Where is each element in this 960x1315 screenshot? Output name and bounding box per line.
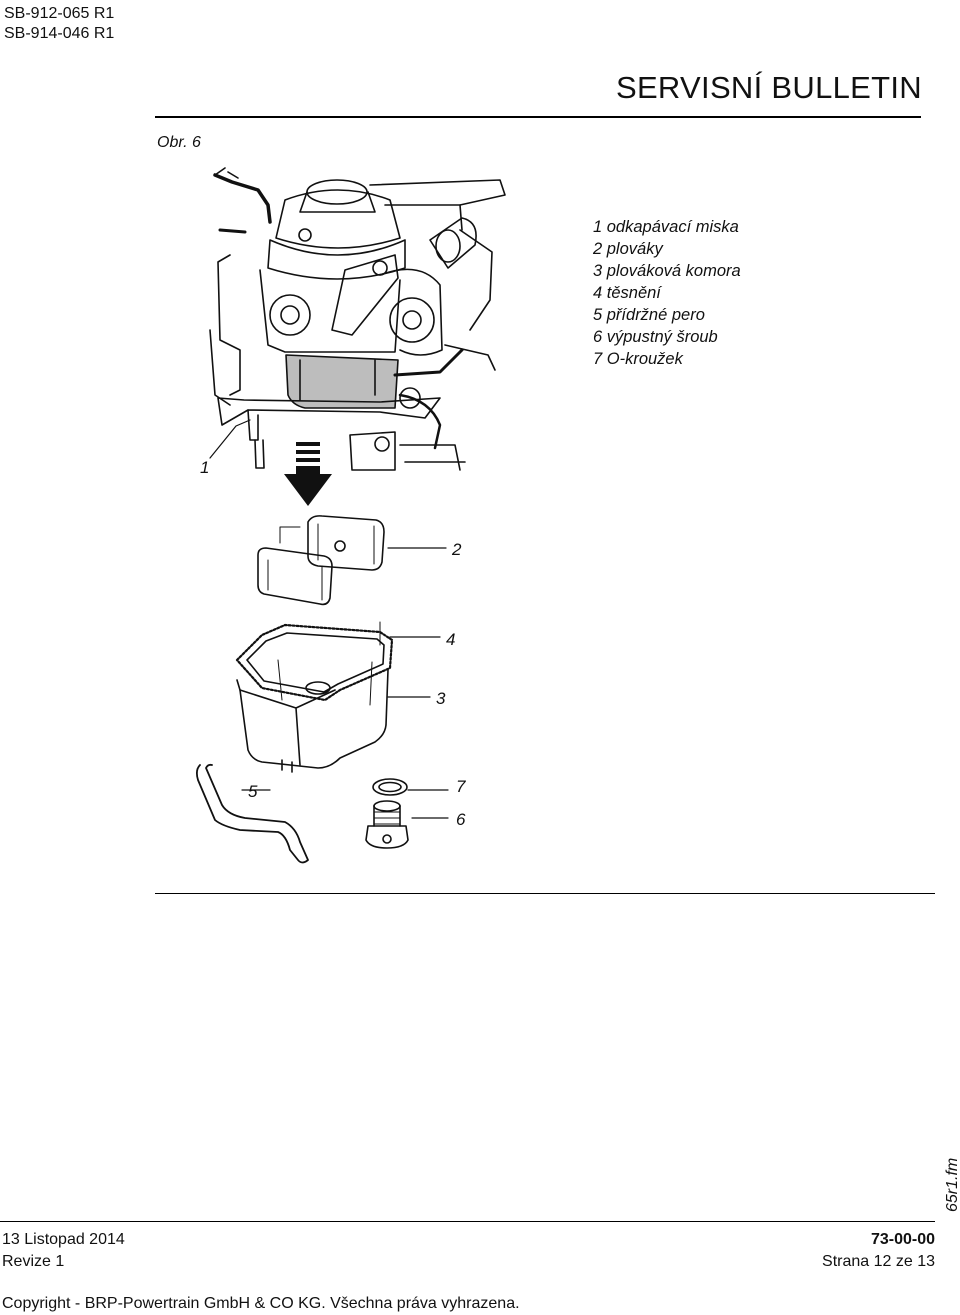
figure-divider: [155, 893, 935, 894]
page-title: SERVISNÍ BULLETIN: [615, 70, 922, 105]
footer-revision: Revize 1: [2, 1253, 65, 1270]
footer-date: 13 Listopad 2014: [2, 1231, 125, 1248]
figure-legend: 1 odkapávací miska 2 plováky 3 plováková…: [593, 216, 741, 370]
footer-page-number: Strana 12 ze 13: [822, 1253, 935, 1270]
footer-divider: [0, 1221, 935, 1222]
legend-item-3: 3 plováková komora: [593, 262, 741, 280]
callout-4: 4: [446, 630, 455, 649]
callout-2: 2: [451, 540, 462, 559]
legend-item-2: 2 plováky: [593, 240, 663, 258]
callout-5: 5: [248, 782, 258, 801]
doc-id-2: SB-914-046 R1: [4, 25, 115, 42]
legend-item-4: 4 těsnění: [593, 284, 661, 302]
footer-copyright: Copyright - BRP-Powertrain GmbH & CO KG.…: [2, 1295, 520, 1312]
legend-item-7: 7 O-kroužek: [593, 350, 683, 368]
footer-ata-chapter: 73-00-00: [870, 1231, 935, 1248]
callout-7: 7: [456, 777, 466, 796]
callout-1: 1: [200, 458, 209, 477]
title-divider: [155, 116, 921, 118]
doc-id-1: SB-912-065 R1: [4, 5, 115, 22]
carburetor-illustration: 1 2 3 4 5 6 7: [195, 167, 506, 864]
legend-item-5: 5 přídržné pero: [593, 306, 705, 324]
callout-6: 6: [456, 810, 466, 829]
legend-item-1: 1 odkapávací miska: [593, 218, 739, 236]
figure-label: Obr. 6: [157, 134, 201, 151]
legend-item-6: 6 výpustný šroub: [593, 328, 718, 346]
callout-3: 3: [436, 689, 446, 708]
file-name-label: 65r1.fm: [944, 1157, 960, 1212]
